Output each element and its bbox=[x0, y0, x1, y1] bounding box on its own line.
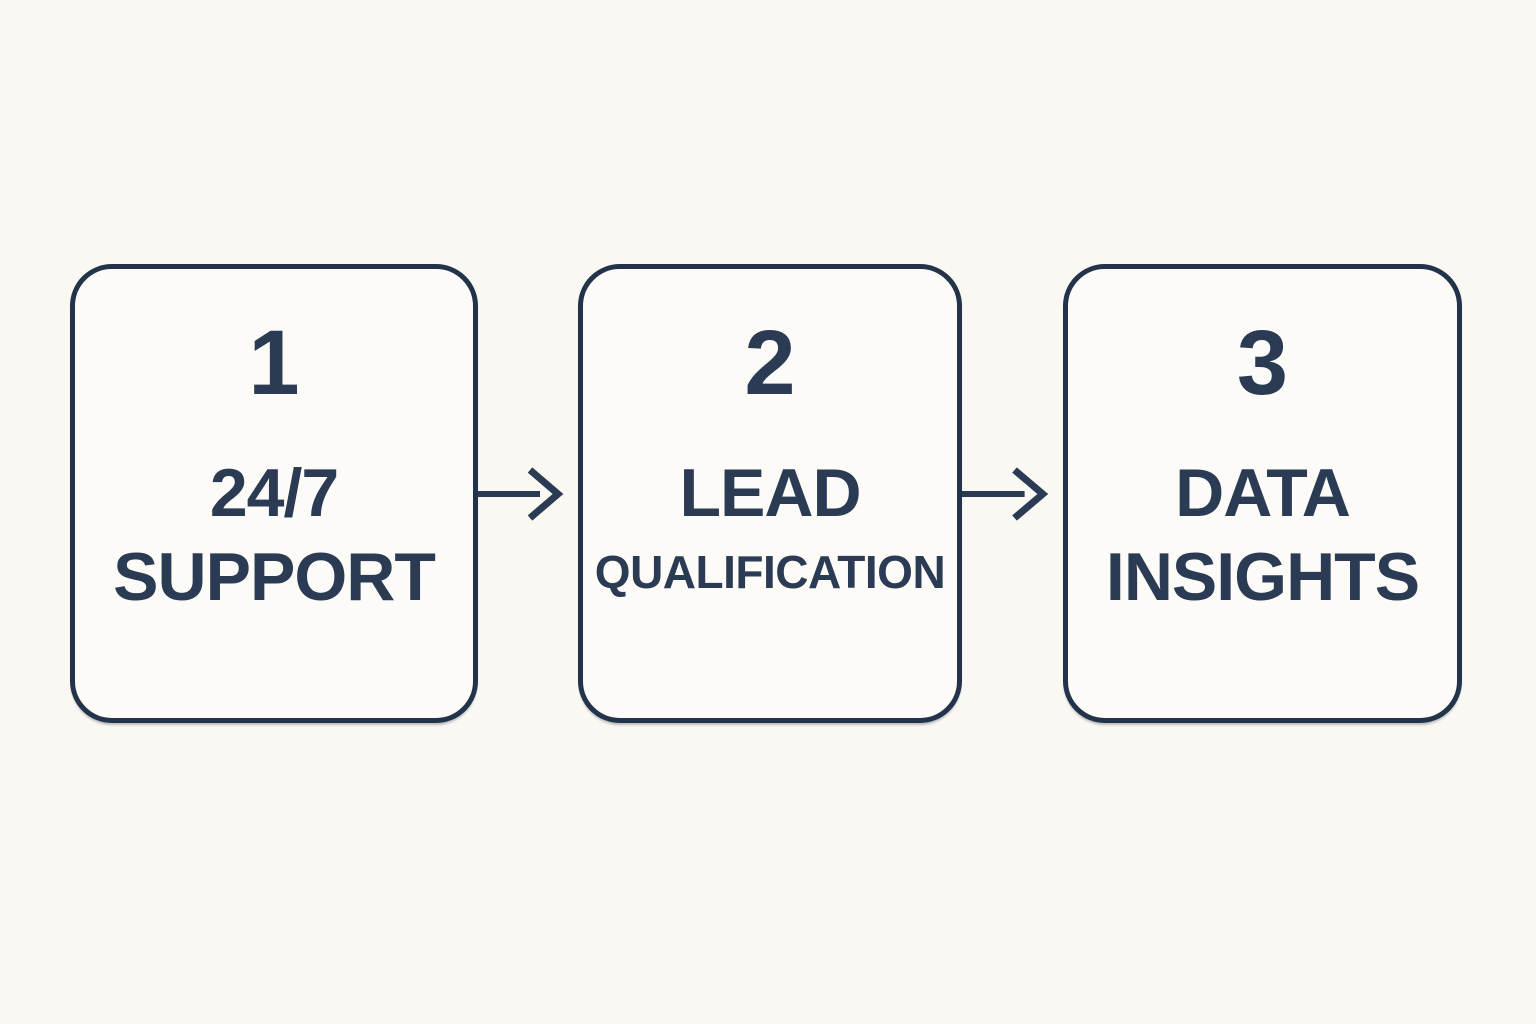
step-2-number: 2 bbox=[744, 312, 796, 414]
step-3-labels: DATA INSIGHTS bbox=[1068, 451, 1457, 619]
step-card-3: 3 DATA INSIGHTS bbox=[1063, 264, 1462, 723]
arrow-right-glyph bbox=[478, 466, 564, 521]
step-3-number: 3 bbox=[1236, 312, 1289, 414]
step-1-label-line-2: SUPPORT bbox=[113, 539, 436, 615]
step-1-label-line-1: 24/7 bbox=[209, 455, 339, 531]
step-card-2: 2 LEAD QUALIFICATION bbox=[578, 264, 962, 723]
flow-diagram: 1 24/7 SUPPORT 2 LEAD QUALIFICATION 3 DA… bbox=[70, 264, 1462, 723]
arrow-right-icon bbox=[962, 264, 1063, 723]
step-3-label-line-1: DATA bbox=[1175, 455, 1351, 531]
step-2-label-line-2: QUALIFICATION bbox=[594, 546, 946, 598]
step-1-number: 1 bbox=[248, 312, 300, 414]
step-2-labels: LEAD QUALIFICATION bbox=[583, 451, 957, 609]
step-card-1: 1 24/7 SUPPORT bbox=[70, 264, 478, 723]
arrow-right-glyph bbox=[962, 466, 1049, 521]
step-3-label-line-2: INSIGHTS bbox=[1105, 539, 1420, 615]
step-1-labels: 24/7 SUPPORT bbox=[75, 451, 473, 619]
arrow-right-icon bbox=[478, 264, 578, 723]
step-2-label-line-1: LEAD bbox=[679, 455, 861, 531]
